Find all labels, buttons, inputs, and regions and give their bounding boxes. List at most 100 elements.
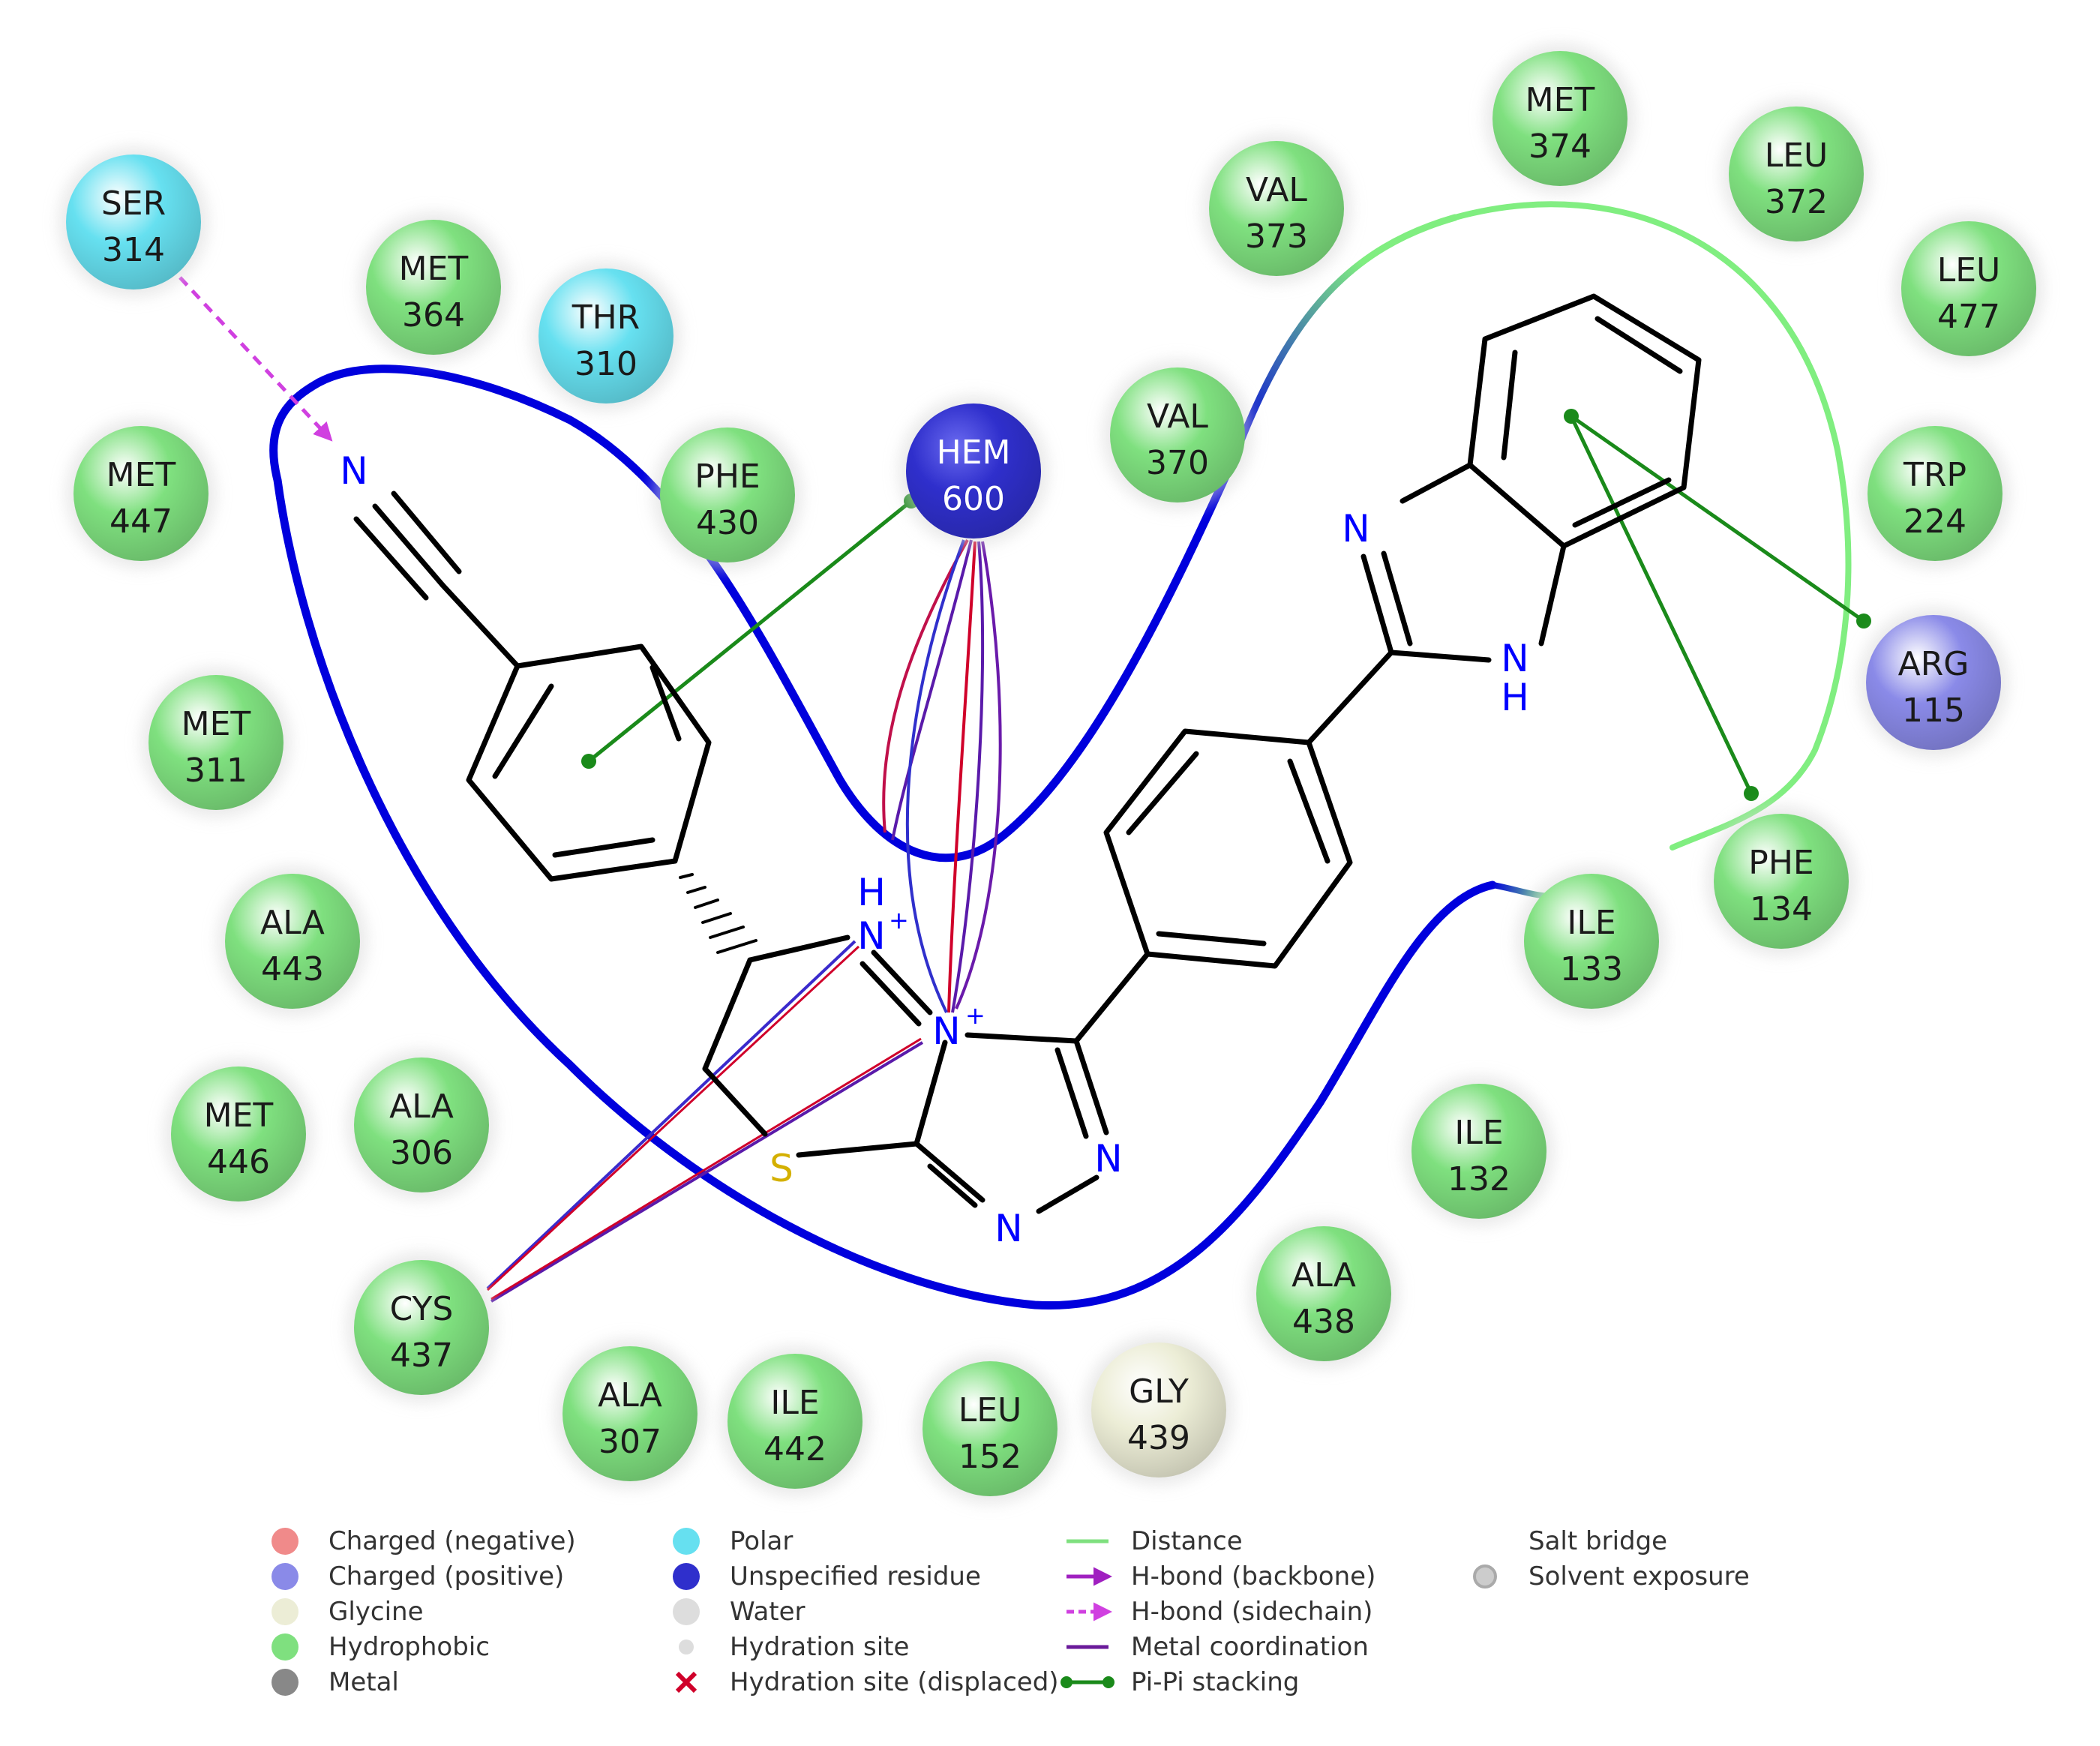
legend-swatch: [1473, 1564, 1497, 1588]
salt-bridge-hem-nplus2c: [955, 541, 1002, 1010]
residue-name: HEM: [937, 434, 1011, 472]
residue-number: 311: [184, 752, 248, 790]
residue-bubble: [354, 1260, 489, 1395]
legend-item: H-bond (sidechain): [1066, 1597, 1372, 1627]
legend-swatch: [272, 1634, 298, 1660]
pipi-dot: [581, 754, 596, 769]
residue-name: PHE: [694, 458, 760, 496]
legend-line-swatch: [1060, 1676, 1114, 1688]
residue-bubble: [225, 874, 360, 1009]
residue-name: ALA: [1292, 1256, 1356, 1294]
binding-pocket-outline: [269, 201, 1852, 1310]
residue-number: 438: [1292, 1303, 1355, 1341]
residue-name: ILE: [1454, 1114, 1503, 1152]
residue-name: VAL: [1147, 398, 1208, 436]
pipi-dot: [1744, 786, 1759, 801]
atom-n-plus2: N: [932, 1010, 960, 1053]
salt-bridge-cys437-nplus1: [486, 940, 856, 1290]
residue-number: 600: [942, 480, 1005, 518]
cross-icon: [675, 1671, 698, 1694]
residue-number: 132: [1448, 1160, 1510, 1198]
legend-label: Metal: [328, 1667, 399, 1697]
residue-bubble: [1868, 426, 2002, 561]
residue-number: 364: [402, 296, 465, 334]
legend-label: Distance: [1131, 1526, 1243, 1556]
residue-ile132: ILE 132: [1404, 1076, 1554, 1226]
residue-number: 447: [110, 502, 172, 541]
legend-swatch: [272, 1528, 298, 1555]
residue-number: 446: [207, 1143, 270, 1181]
residue-name: MET: [182, 705, 251, 743]
residue-name: THR: [572, 298, 640, 337]
atom-n-bim1: N: [1342, 507, 1370, 550]
residue-bubble: [1492, 51, 1628, 186]
legend-label: Solvent exposure: [1528, 1562, 1750, 1592]
interaction-lines: [178, 276, 1871, 1303]
salt-bridge-hem-nplus1a: [882, 539, 969, 833]
legend-label: H-bond (backbone): [1131, 1562, 1376, 1592]
residue-name: MET: [1526, 81, 1595, 119]
pipi-dot: [1564, 409, 1579, 424]
atom-s-thio: S: [770, 1147, 794, 1190]
charge-plus1: +: [889, 906, 909, 934]
legend-label: Charged (negative): [328, 1526, 576, 1556]
legend-item: Salt bridge: [1464, 1526, 1667, 1556]
legend-label: Unspecified residue: [730, 1562, 981, 1592]
salt-bridge-hem-nplus2d: [905, 539, 965, 1013]
atom-h-nplus: H: [857, 871, 886, 914]
residue-name: ALA: [389, 1088, 454, 1126]
residue-ala443: ALA 443: [218, 866, 368, 1016]
residue-number: 437: [390, 1336, 453, 1375]
residue-number: 477: [1937, 298, 2000, 336]
residue-bubble: [906, 404, 1041, 538]
residue-number: 310: [574, 345, 638, 383]
legend-label: Glycine: [328, 1597, 424, 1627]
legend-item: Water: [673, 1597, 806, 1627]
residue-ala438: ALA 438: [1249, 1219, 1399, 1369]
ligand-atoms: N N N H H N + N + N N S: [340, 449, 1529, 1250]
residue-thr310: THR 310: [531, 261, 681, 411]
residue-bubble: [171, 1066, 306, 1202]
residue-name: MET: [204, 1096, 274, 1135]
residue-name: ALA: [260, 904, 325, 942]
pipi-phe134-benzimidazole: [1569, 415, 1754, 795]
residue-bubble: [1110, 368, 1245, 502]
residue-bubble: [660, 428, 795, 562]
salt-bridge-hem-nplus1b: [891, 539, 973, 841]
residue-bubble: [354, 1058, 489, 1192]
pipi-hem600-benzonitrile: [587, 500, 913, 763]
residue-number: 443: [261, 950, 324, 988]
residue-bubble: [1256, 1226, 1391, 1361]
residue-name: MET: [399, 250, 469, 288]
legend-item: H-bond (backbone): [1066, 1562, 1376, 1592]
salt-bridge-hem-nplus2a: [947, 541, 976, 1013]
residue-bubble: [1901, 221, 2036, 356]
residue-number: 115: [1902, 692, 1965, 730]
residue-name: SER: [101, 184, 166, 223]
residue-bubble: [538, 268, 674, 404]
salt-bridge-cys437-nplus1b: [486, 945, 860, 1292]
atom-h-bim2: H: [1501, 676, 1529, 719]
pipi-arg115-benzimidazole: [1570, 414, 1865, 623]
legend-label: Salt bridge: [1528, 1526, 1667, 1556]
residue-name: TRP: [1903, 456, 1966, 494]
residue-bubble: [1412, 1084, 1546, 1219]
atom-n-plus1: N: [857, 914, 885, 958]
residue-number: 306: [390, 1134, 453, 1172]
legend-swatch: [673, 1563, 700, 1590]
residue-number: 442: [764, 1430, 826, 1468]
legend-label: Hydrophobic: [328, 1632, 490, 1662]
legend-label: Hydration site: [730, 1632, 909, 1662]
